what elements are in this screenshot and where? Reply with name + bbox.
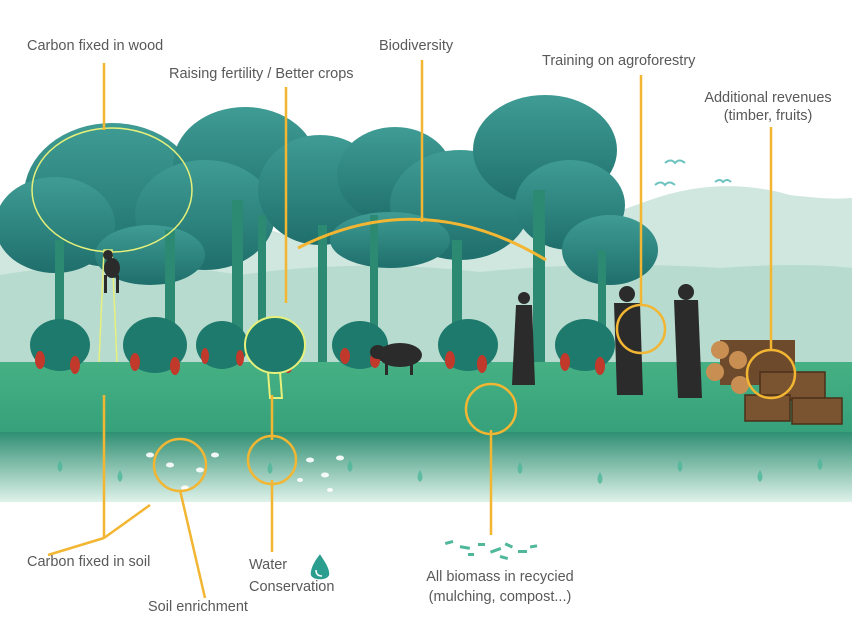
wooden-crate-icon bbox=[744, 371, 843, 425]
label-training: Training on agroforestry bbox=[542, 53, 696, 69]
label-carbon-fixed-soil: Carbon fixed in soil bbox=[27, 554, 151, 570]
label-biomass-line1: All biomass in recycied bbox=[426, 569, 574, 585]
label-water-conservation: Water Conservation bbox=[249, 556, 334, 596]
mulch-scatter bbox=[444, 539, 538, 560]
label-biomass-line2: (mulching, compost...) bbox=[428, 589, 572, 605]
label-revenues-line2: (timber, fruits) bbox=[723, 108, 813, 124]
callout-lines bbox=[47, 60, 797, 599]
label-water-line1: Water bbox=[249, 557, 288, 573]
tree-trunks bbox=[55, 190, 606, 375]
label-fertility: Raising fertility / Better crops bbox=[169, 66, 354, 82]
label-soil-enrichment: Soil enrichment bbox=[148, 599, 248, 615]
soil-layer bbox=[0, 432, 852, 502]
wild-boar-icon bbox=[370, 343, 422, 375]
water-drop-icon bbox=[309, 551, 331, 581]
soil-nutrient-dots bbox=[146, 452, 344, 492]
label-carbon-fixed-wood: Carbon fixed in wood bbox=[27, 38, 164, 54]
label-revenues-line1: Additional revenues bbox=[704, 90, 832, 106]
farmer-silhouette-icon bbox=[512, 284, 702, 398]
cocoa-bushes bbox=[30, 316, 615, 399]
forest-canopy bbox=[0, 95, 658, 285]
label-water-line2: Conservation bbox=[249, 579, 335, 595]
label-biodiversity: Biodiversity bbox=[379, 38, 454, 54]
soil-water-drops bbox=[57, 458, 823, 484]
monkey-icon bbox=[103, 250, 120, 293]
label-biomass-recycled: All biomass in recycied (mulching, compo… bbox=[405, 568, 595, 606]
bird-icon bbox=[654, 159, 732, 187]
label-additional-revenues: Additional revenues (timber, fruits) bbox=[688, 89, 848, 125]
